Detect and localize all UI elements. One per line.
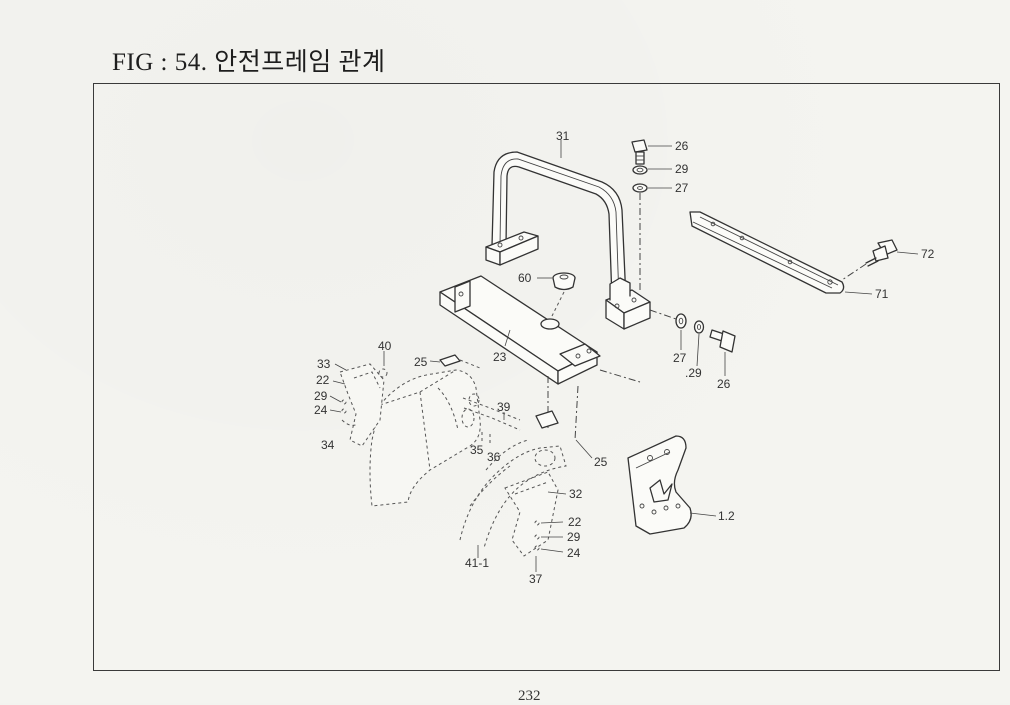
- part-label-27-side: 27: [673, 351, 687, 365]
- part-label-39: 39: [497, 400, 511, 414]
- part-label-29: 29: [675, 162, 689, 176]
- figure-title: FIG : 54. 안전프레임 관계: [112, 49, 386, 76]
- upper-fastener-stack: [631, 139, 648, 290]
- part-label-29-right: 29: [567, 530, 581, 544]
- part-label-31: 31: [556, 129, 570, 143]
- diagram-frame: [93, 83, 1000, 671]
- cross-member-part-23: [439, 275, 601, 385]
- rail-part-71: [689, 211, 845, 294]
- flange-bolt-part-72: [841, 239, 898, 281]
- part-label-36: 36: [487, 450, 501, 464]
- part-label-72: 72: [921, 247, 935, 261]
- spacer-plates-part-25: [439, 354, 559, 429]
- fender-assembly-hidden: [339, 363, 567, 557]
- part-label-60: 60: [518, 271, 532, 285]
- part-number-labels: 31 26 29 27 72 71 60 23 27 .29 26 40 33 …: [314, 129, 935, 586]
- part-label-29-left: 29: [314, 389, 328, 403]
- mounting-plate-part-1-2: [627, 435, 717, 535]
- part-label-26: 26: [675, 139, 689, 153]
- part-label-35: 35: [470, 443, 484, 457]
- part-label-37: 37: [529, 572, 543, 586]
- part-label-26-side: 26: [717, 377, 731, 391]
- part-label-33: 33: [317, 357, 331, 371]
- leader-lines: [329, 140, 919, 572]
- part-label-29-side: .29: [685, 366, 702, 380]
- part-label-23: 23: [493, 350, 507, 364]
- part-label-24-right: 24: [567, 546, 581, 560]
- page-number: 232: [518, 688, 541, 704]
- grommet-part-60: [551, 272, 576, 317]
- part-label-25-lower: 25: [594, 455, 608, 469]
- safety-frame-part-31: [485, 151, 651, 330]
- side-fastener-stack: [649, 309, 736, 353]
- part-label-32: 32: [569, 487, 583, 501]
- part-label-22-left: 22: [316, 373, 330, 387]
- part-label-27: 27: [675, 181, 689, 195]
- part-label-71: 71: [875, 287, 889, 301]
- part-label-1-2: 1.2: [718, 509, 735, 523]
- part-label-24-left: 24: [314, 403, 328, 417]
- part-label-40: 40: [378, 339, 392, 353]
- part-label-34: 34: [321, 438, 335, 452]
- part-label-41-1: 41-1: [465, 556, 489, 570]
- part-label-22-right: 22: [568, 515, 582, 529]
- part-label-25-upper: 25: [414, 355, 428, 369]
